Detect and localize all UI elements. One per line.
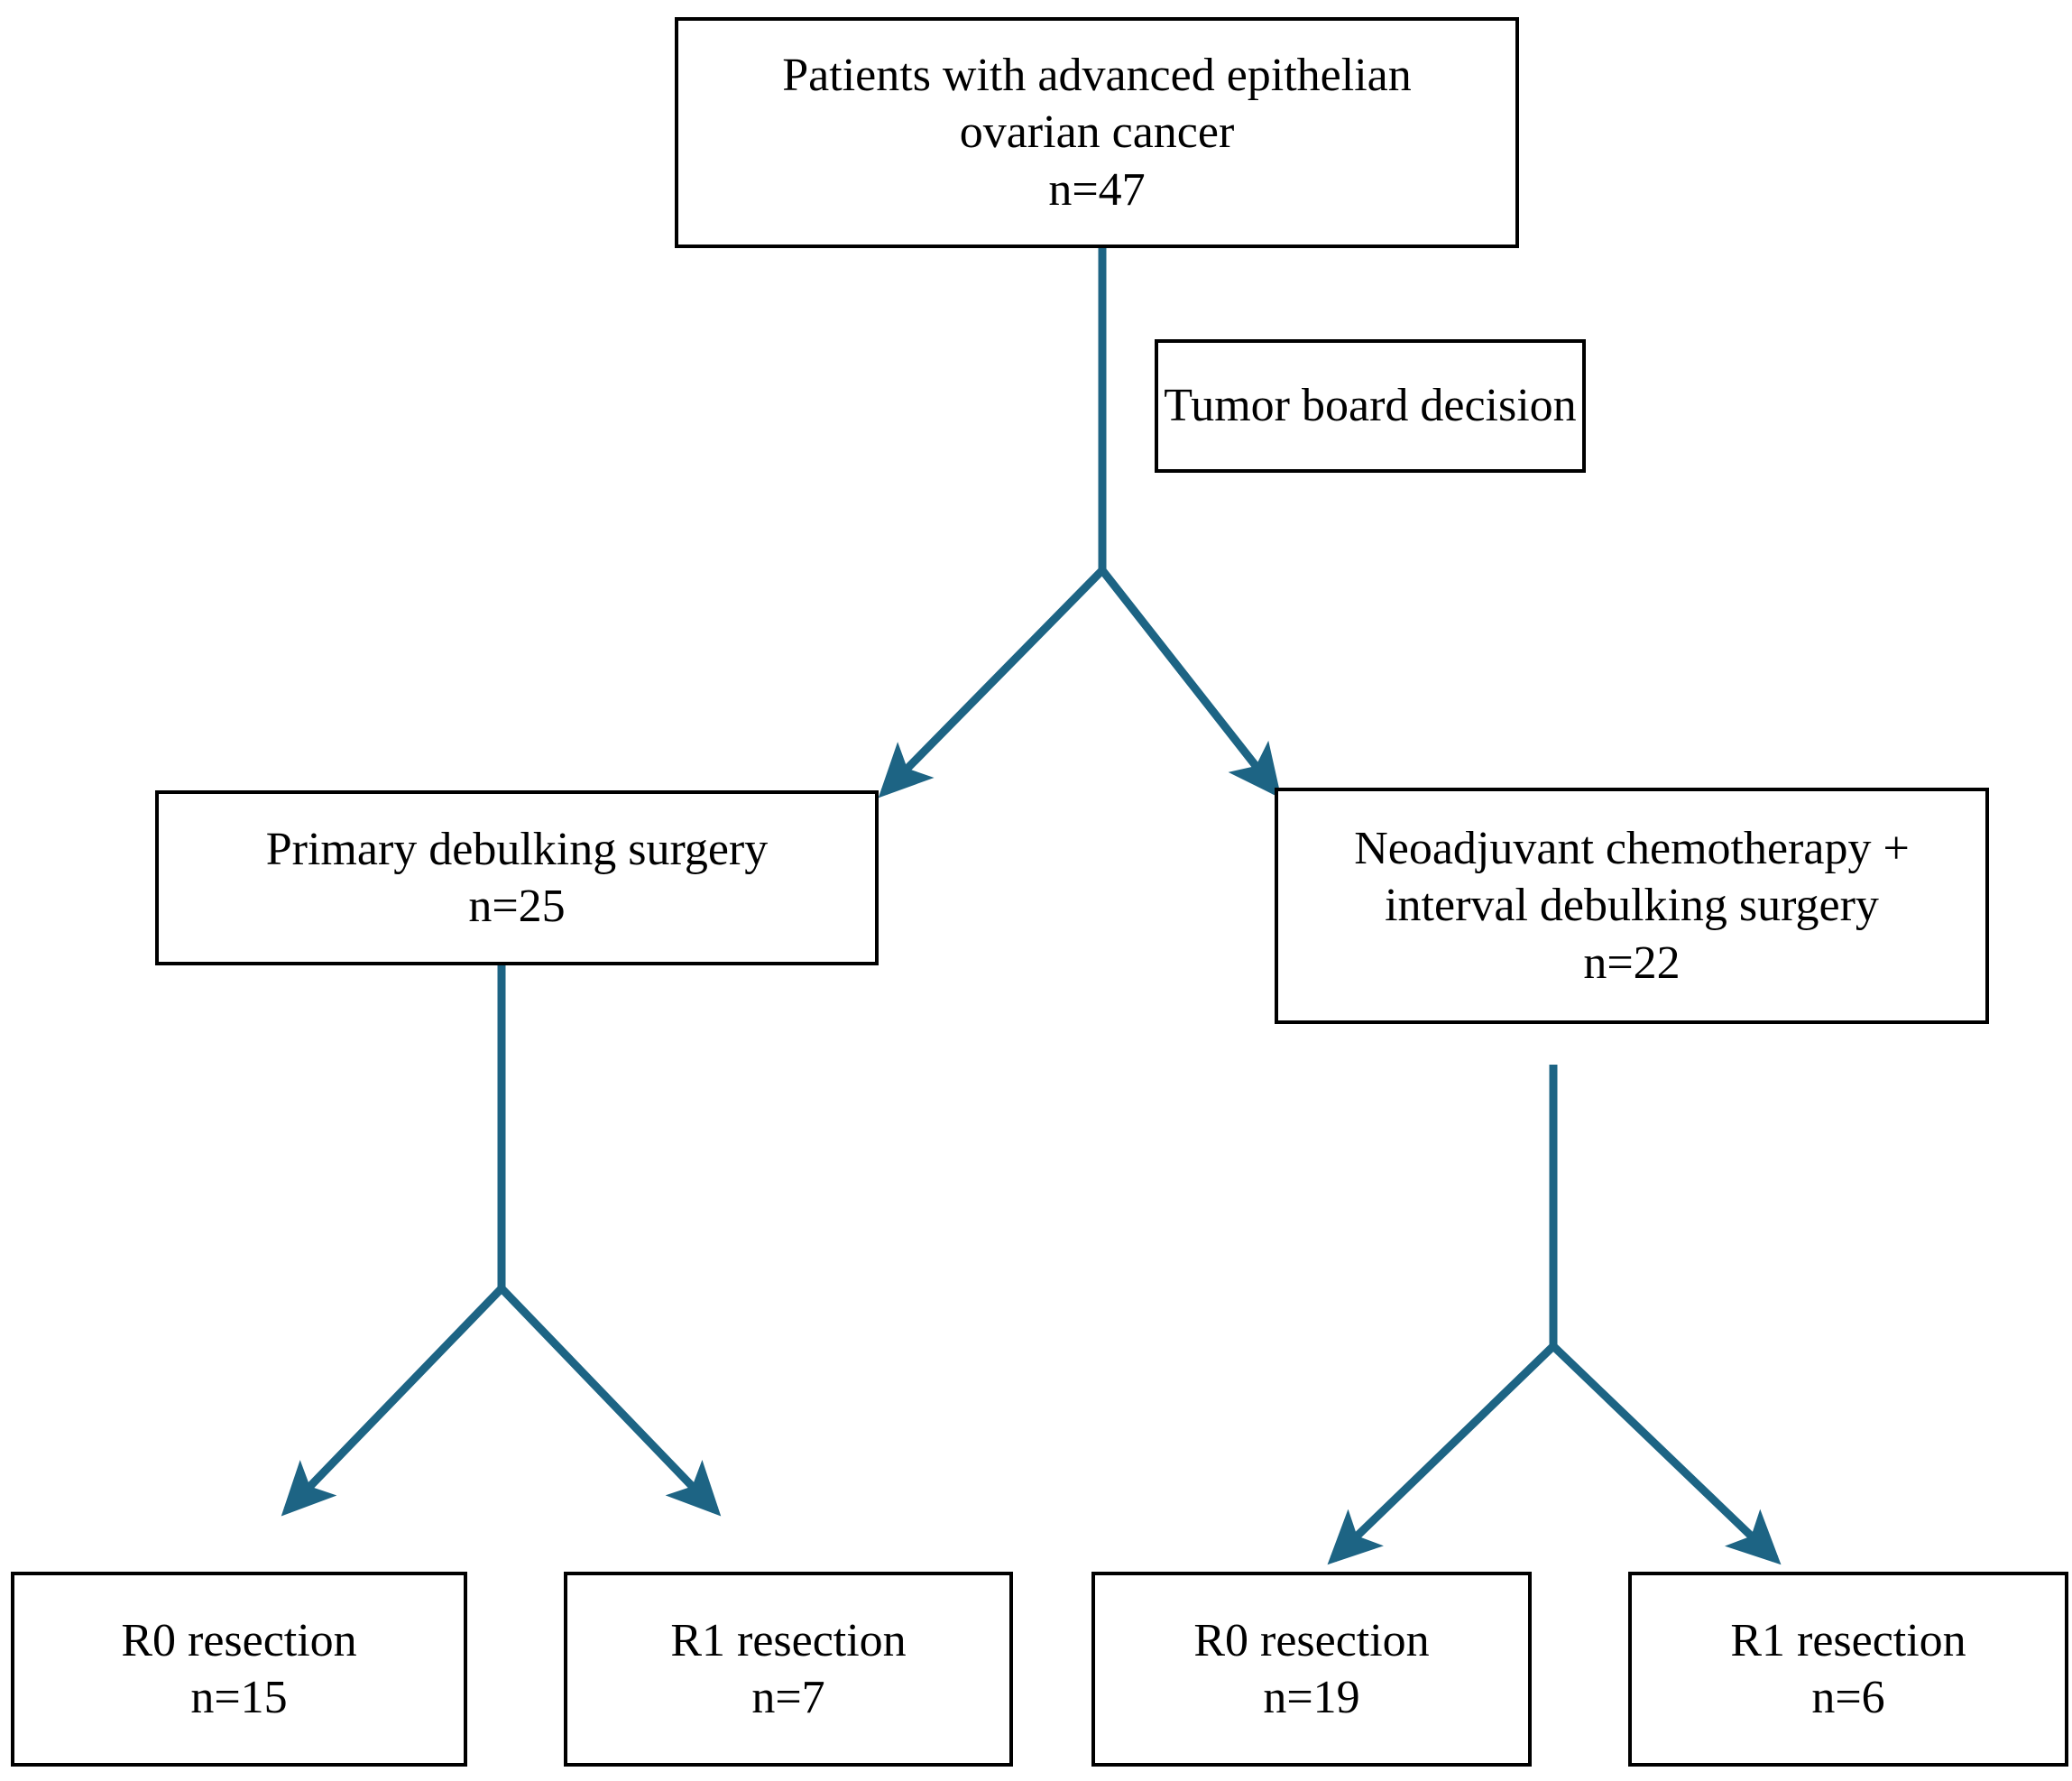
edge-pds-to-r0: [281, 1285, 505, 1517]
node-pds-r1-label: R1 resection: [670, 1614, 907, 1666]
node-nact-line-2: interval debulking surgery: [1385, 880, 1879, 932]
node-nact-r0-resection: R0 resection n=19: [1091, 1572, 1532, 1767]
edge-nact-to-r0: [1327, 1343, 1557, 1565]
node-tumor-board-label: Tumor board decision: [1164, 380, 1577, 432]
node-pds-r1-count: n=7: [751, 1672, 825, 1723]
node-nact-count: n=22: [1583, 937, 1681, 989]
edge-nact-to-r1: [1550, 1343, 1782, 1565]
node-primary-debulking-surgery: Primary debulking surgery n=25: [155, 790, 879, 965]
node-root-line-2: ovarian cancer: [959, 106, 1235, 159]
edge-pds-to-r1: [498, 1285, 722, 1517]
edge-root-to-nact: [1099, 568, 1282, 799]
node-tumor-board-decision: Tumor board decision: [1155, 339, 1586, 473]
node-nact-line-1: Neoadjuvant chemotherapy +: [1354, 822, 1910, 874]
node-pds-r0-label: R0 resection: [121, 1614, 357, 1666]
node-nact-r0-label: R0 resection: [1193, 1614, 1430, 1666]
node-advanced-epithelial-ovarian-cancer: Patients with advanced epithelian ovaria…: [675, 17, 1519, 248]
node-pds-r0-resection: R0 resection n=15: [11, 1572, 467, 1767]
edge-root-to-pds: [878, 567, 1106, 798]
node-nact-r1-resection: R1 resection n=6: [1628, 1572, 2068, 1767]
node-root-count: n=47: [1048, 163, 1146, 216]
node-pds-line-1: Primary debulking surgery: [265, 823, 769, 875]
node-nact-r1-label: R1 resection: [1730, 1614, 1966, 1666]
node-neoadjuvant-chemotherapy: Neoadjuvant chemotherapy + interval debu…: [1275, 788, 1989, 1024]
node-pds-r0-count: n=15: [190, 1672, 288, 1723]
node-nact-r0-count: n=19: [1263, 1672, 1360, 1723]
node-root-line-1: Patients with advanced epithelian: [782, 49, 1412, 101]
node-nact-r1-count: n=6: [1811, 1672, 1885, 1723]
node-pds-r1-resection: R1 resection n=7: [564, 1572, 1013, 1767]
node-pds-count: n=25: [468, 881, 566, 932]
